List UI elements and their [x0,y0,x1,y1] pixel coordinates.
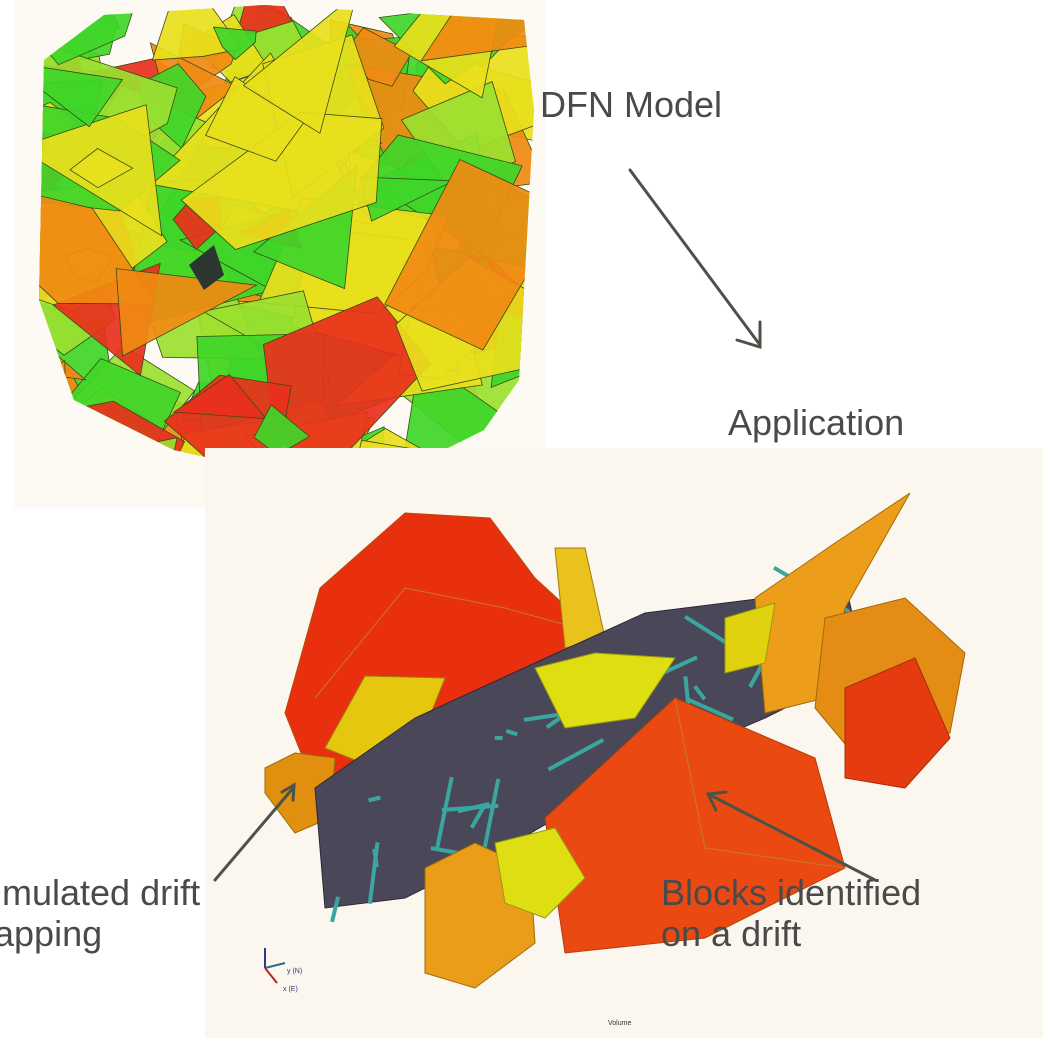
fracture-polygon [39,359,67,410]
fracture-polygon [242,5,358,134]
drift-trace [523,712,560,722]
drift-blocks-render [264,492,966,989]
block-yellow-right [724,602,776,674]
block-yellow-centre [534,652,676,729]
axis-triad [264,948,286,984]
blocks-line2: on a drift [661,913,802,955]
drift-trace [368,795,381,803]
arrow-head [735,320,762,350]
fracture-polygon [39,61,124,128]
simulated-drift-line2: apping [0,913,103,955]
drift-trace [505,728,518,737]
block-edge [314,587,596,699]
dfn-model-label: DFN Model [540,84,723,125]
dfn-model-image [14,0,546,508]
block-yellow-bottom [494,827,586,919]
fracture-polygons [39,5,534,500]
blocks-line1: Blocks identified [661,872,922,913]
fracture-polygon [69,148,134,189]
block-red-right [844,657,951,789]
drift-trace [480,778,501,861]
axis-label-y: y (N) [287,968,303,975]
drift-trace [547,738,605,772]
fracture-polygon [345,27,413,87]
drift-trace [457,801,490,814]
drift-trace [435,776,454,849]
fracture-polygon [132,437,178,483]
fracture-polygon [115,268,258,357]
fracture-polygon [212,26,257,61]
axis-label-x: x (E) [283,986,298,993]
dfn-dark-cavity [189,245,224,290]
fracture-polygon [39,5,141,66]
volume-label: Volume [608,1020,632,1027]
arrow-dfn-to-application [628,168,762,347]
block-orange-plate [754,492,911,714]
drift-trace [685,696,734,722]
drift-trace [372,848,379,868]
fracture-polygon [151,5,243,61]
drift-trace [469,806,485,829]
fracture-polygon [180,111,383,250]
dfn-fracture-network [39,5,534,500]
application-label: Application [728,402,905,443]
fracture-polygon [172,373,268,420]
drift-trace [330,896,341,923]
fracture-polygon [384,158,534,351]
simulated-drift-line1: imulated drift [0,872,201,913]
blocks-identified-label: Blocks identified on a drift [661,872,921,955]
simulated-drift-label: imulated drift apping [0,872,200,955]
drift-blocks-image [205,448,1043,1038]
drift-trace [693,685,707,701]
